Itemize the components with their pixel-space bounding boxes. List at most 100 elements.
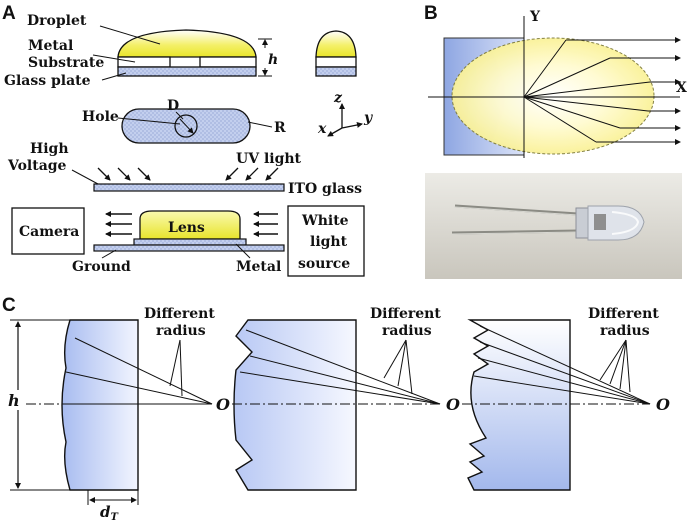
r-label: R [274, 120, 286, 136]
d-leader [175, 111, 184, 120]
radius-3-a [479, 325, 651, 405]
light-source-box [287, 205, 365, 277]
hole-diameter-arrow [179, 118, 194, 134]
lens-label: Lens [168, 220, 205, 236]
radius-3-c [477, 357, 651, 405]
ray-6 [523, 96, 597, 143]
radius-3-leader-b [609, 339, 627, 385]
ray-3 [523, 81, 651, 98]
ray-1 [523, 39, 567, 98]
lens-shape [139, 210, 241, 240]
panel-a-letter: A [2, 3, 16, 24]
light-label: light [310, 234, 348, 250]
radius-label-3: radius [600, 323, 650, 339]
origin-label-3: O [656, 395, 670, 414]
c-h-label: h [8, 391, 20, 410]
uv-arrow-1 [97, 167, 111, 181]
radius-3-b [479, 341, 651, 405]
uv-arrow-3 [137, 167, 151, 181]
lens-profile-3 [467, 319, 571, 491]
radius-2-leader-a [383, 339, 407, 379]
uv-light-label: UV light [236, 151, 302, 167]
axis-x-label: x [317, 121, 327, 137]
metal-bottom-label: Metal [236, 259, 281, 275]
radius-3-d [473, 375, 651, 405]
substrate-left-block [117, 56, 171, 68]
ray-4 [523, 96, 649, 112]
b-axis-x-label: X [676, 80, 687, 96]
panel-c: C h dT O Different radius O Differen [2, 295, 670, 522]
camera-label: Camera [19, 224, 79, 240]
b-axis-y-label: Y [529, 9, 541, 25]
camera-box [11, 207, 85, 255]
substrate-leader [92, 54, 136, 63]
radius-1-leader-b [179, 339, 183, 397]
axis-x-arrow [327, 127, 343, 137]
droplet-label: Droplet [27, 13, 87, 29]
hole-leader [117, 117, 181, 125]
ray-5 [523, 96, 621, 129]
substrate-label: Substrate [28, 55, 104, 71]
focus-ellipse [451, 37, 655, 155]
source-label: source [298, 256, 350, 272]
uv-arrow-2 [117, 167, 131, 181]
uv-arrow-4 [225, 167, 239, 181]
radius-3-leader-c [619, 339, 627, 390]
r-leader [247, 121, 273, 128]
origin-label-1: O [216, 395, 230, 414]
radius-2-c [239, 371, 441, 405]
radius-2-leader-b [397, 339, 407, 387]
uv-arrow-5 [245, 167, 259, 181]
radius-3-leader-a [599, 339, 627, 381]
led-photo [425, 173, 682, 279]
radius-1-b [65, 371, 213, 405]
high-label: High [30, 141, 69, 157]
white-label: White [301, 213, 349, 229]
ito-glass-label: ITO glass [288, 181, 362, 197]
glass-plate-leader [101, 72, 127, 81]
ray-2 [523, 57, 611, 98]
metal-plate [133, 238, 247, 246]
metal-label: Metal [28, 38, 73, 54]
axis-z-label: z [333, 90, 343, 106]
glass-plate-small [315, 66, 357, 77]
dt-label: dT [100, 503, 120, 522]
d-label: D [167, 98, 179, 114]
droplet-shape [117, 29, 257, 58]
lens-profile-2 [233, 319, 357, 491]
radius-label-1: radius [156, 323, 206, 339]
glass-plate-label: Glass plate [4, 73, 91, 89]
radius-2-leader-c [405, 339, 413, 395]
radius-1-leader-a [169, 339, 181, 387]
glass-plate [117, 66, 257, 77]
droplet-leader [99, 25, 161, 45]
radius-label-2: radius [382, 323, 432, 339]
different-radius-label-1: Different [144, 306, 215, 322]
radius-1-a [74, 337, 213, 405]
radius-2-a [245, 329, 441, 405]
different-radius-label-3: Different [588, 306, 659, 322]
ground-label: Ground [72, 259, 131, 275]
lens-profile-1 [61, 319, 139, 491]
panel-a: A h Droplet Metal Substrate Glass plate … [2, 3, 373, 277]
axis-y-arrow [341, 122, 363, 129]
axis-y-label: y [363, 110, 373, 126]
ito-glass-plate [93, 183, 285, 192]
radius-3-leader-d [625, 339, 631, 393]
panel-b: B Y X [424, 3, 687, 279]
voltage-label: Voltage [7, 158, 67, 174]
radius-2-b [249, 355, 441, 405]
metal-bottom-leader [235, 243, 251, 259]
panel-c-letter: C [2, 295, 16, 316]
hole-label: Hole [82, 109, 119, 125]
different-radius-label-2: Different [370, 306, 441, 322]
droplet-small-shape [315, 30, 357, 58]
ground-plate [93, 244, 285, 252]
substrate-small-block [315, 56, 357, 68]
uv-arrow-6 [265, 167, 279, 181]
panel-b-letter: B [424, 3, 438, 24]
substrate-right-block [199, 56, 257, 68]
voltage-leader [71, 169, 99, 185]
origin-label-2: O [446, 395, 460, 414]
